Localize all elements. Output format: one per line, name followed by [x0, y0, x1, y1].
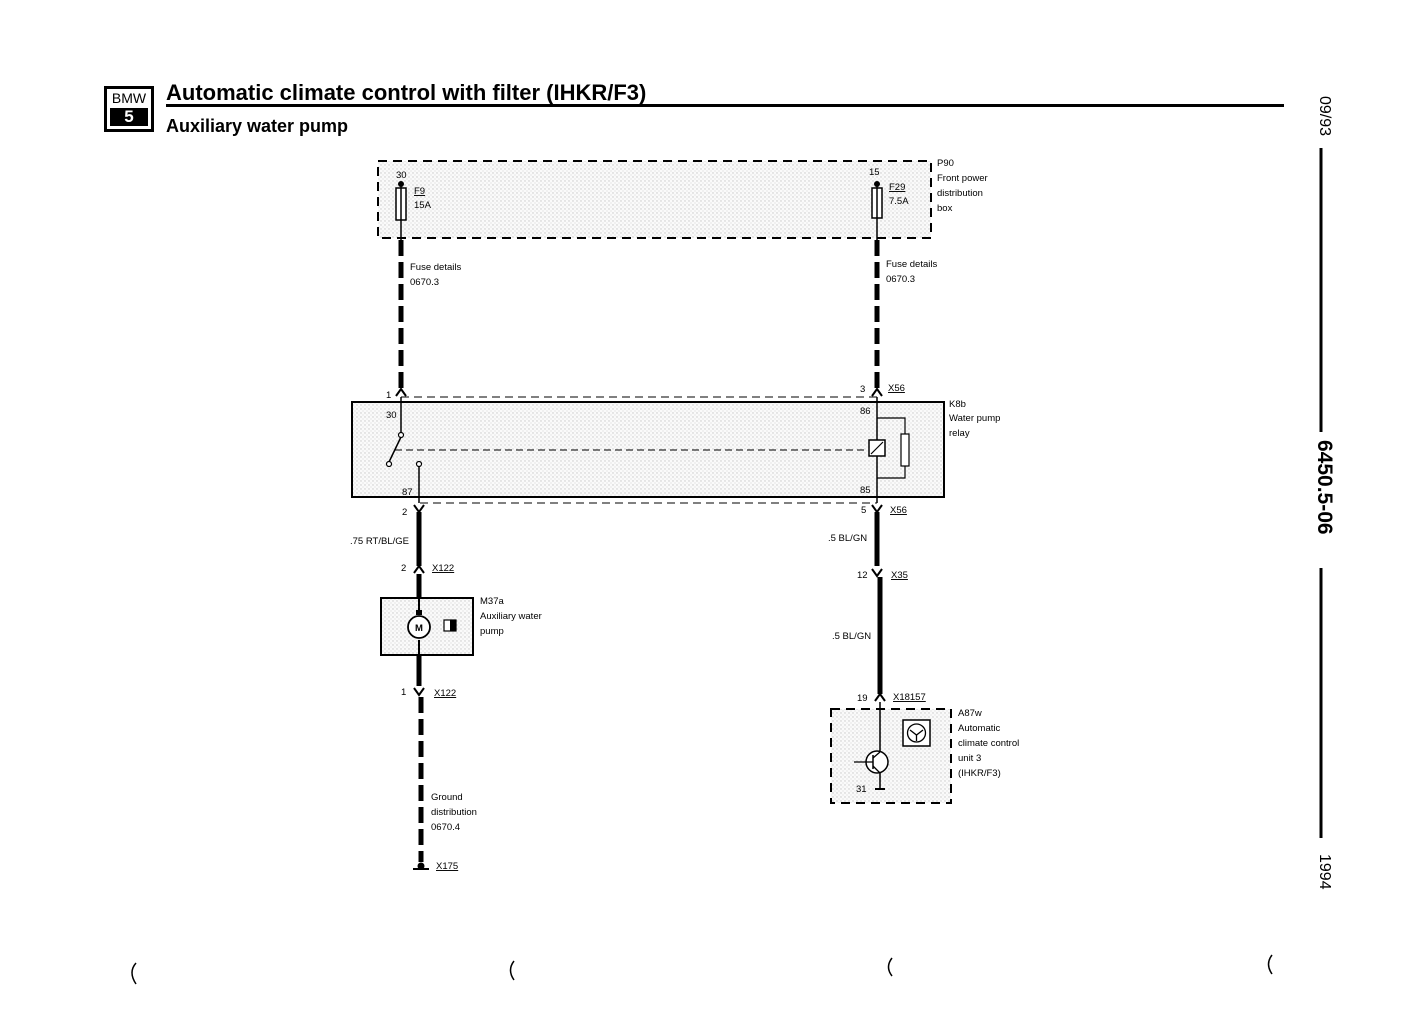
title-rule — [166, 104, 1284, 107]
binder-mark-3 — [887, 957, 893, 977]
a87w-line4: (IHKR/F3) — [958, 768, 1001, 779]
m37a-line2: pump — [480, 626, 504, 637]
relay-pin-86: 86 — [860, 406, 871, 417]
k8b-in-left-pin: 1 — [386, 390, 391, 401]
x18157-arrow — [874, 692, 886, 702]
a87w-id: A87w — [958, 708, 982, 719]
p90-id: P90 — [937, 158, 954, 169]
transistor-icon — [854, 702, 889, 790]
binder-mark-1 — [131, 962, 137, 985]
m37a-id: M37a — [480, 596, 504, 607]
x122-top-label: X122 — [432, 563, 454, 574]
motor-icon — [407, 615, 431, 639]
p90-box — [377, 160, 932, 239]
fuse-f29 — [871, 181, 883, 240]
bmw-logo: BMW 5 — [104, 86, 154, 132]
p90-line1: Front power — [937, 173, 988, 184]
ground-note-3: 0670.4 — [431, 822, 460, 833]
fuse-left-note-2: 0670.3 — [410, 277, 439, 288]
a87w-pin-31: 31 — [856, 784, 867, 795]
motor-symbol: M — [415, 623, 423, 634]
x18157-label: X18157 — [893, 692, 926, 703]
page-title: Automatic climate control with filter (I… — [166, 80, 647, 105]
x56-bottom-label: X56 — [890, 505, 907, 516]
p90-line3: box — [937, 203, 953, 214]
relay-switch — [385, 397, 866, 503]
ground-icon — [413, 862, 429, 870]
k8b-line1: Water pump — [949, 413, 1000, 424]
f29-terminal: 15 — [869, 167, 880, 178]
k8b-in-right-pin: 3 — [860, 384, 865, 395]
m37a-line1: Auxiliary water — [480, 611, 542, 622]
x35-label: X35 — [891, 570, 908, 581]
fuse-right-note-2: 0670.3 — [886, 274, 915, 285]
m37a-out-pin: 1 — [401, 687, 406, 698]
m37a-in-pin: 2 — [401, 563, 406, 574]
x122-top-arrow — [413, 564, 425, 574]
a87w-box — [830, 708, 952, 804]
x18157-pin: 19 — [857, 693, 868, 704]
f9-name: F9 — [414, 186, 425, 197]
relay-pin-30: 30 — [386, 410, 397, 421]
p90-line2: distribution — [937, 188, 983, 199]
wire-left-label: .75 RT/BL/GE — [350, 536, 409, 547]
f29-rating: 7.5A — [889, 196, 909, 207]
x175-label: X175 — [436, 861, 458, 872]
k8b-line2: relay — [949, 428, 970, 439]
k8b-in-right-arrow — [871, 387, 883, 397]
logo-series: 5 — [110, 108, 148, 126]
x56-top-label: X56 — [888, 383, 905, 394]
thermostat-icon — [902, 719, 931, 747]
fuse-f9 — [395, 181, 407, 240]
x35-pin: 12 — [857, 570, 868, 581]
a87w-line1: Automatic — [958, 723, 1000, 734]
relay-pin-87: 87 — [402, 487, 413, 498]
wire-right-upper-label: .5 BL/GN — [828, 533, 867, 544]
k8b-out-right-arrow — [871, 504, 883, 514]
relay-coil — [868, 397, 910, 503]
k8b-out-left-arrow — [413, 504, 425, 514]
fuse-left-note-1: Fuse details — [410, 262, 461, 273]
ground-note-2: distribution — [431, 807, 477, 818]
binder-mark-2 — [509, 960, 515, 981]
binder-mark-4 — [1267, 954, 1273, 975]
wire-right-lower-label: .5 BL/GN — [832, 631, 871, 642]
x122-bottom-label: X122 — [434, 688, 456, 699]
k8b-out-right-pin: 5 — [861, 505, 866, 516]
fuse-right-note-1: Fuse details — [886, 259, 937, 270]
page-subtitle: Auxiliary water pump — [166, 116, 349, 136]
a87w-line3: unit 3 — [958, 753, 981, 764]
k8b-out-left-pin: 2 — [402, 507, 407, 518]
k8b-in-left-arrow — [395, 387, 407, 397]
f9-terminal: 30 — [396, 170, 407, 181]
ground-note-1: Ground — [431, 792, 463, 803]
logo-brand: BMW — [111, 90, 147, 106]
f29-name: F29 — [889, 182, 905, 193]
f9-rating: 15A — [414, 200, 432, 211]
relay-pin-85: 85 — [860, 485, 871, 496]
x122-bottom-arrow — [413, 687, 425, 697]
x35-arrow — [871, 568, 883, 578]
k8b-id: K8b — [949, 399, 966, 410]
a87w-line2: climate control — [958, 738, 1019, 749]
